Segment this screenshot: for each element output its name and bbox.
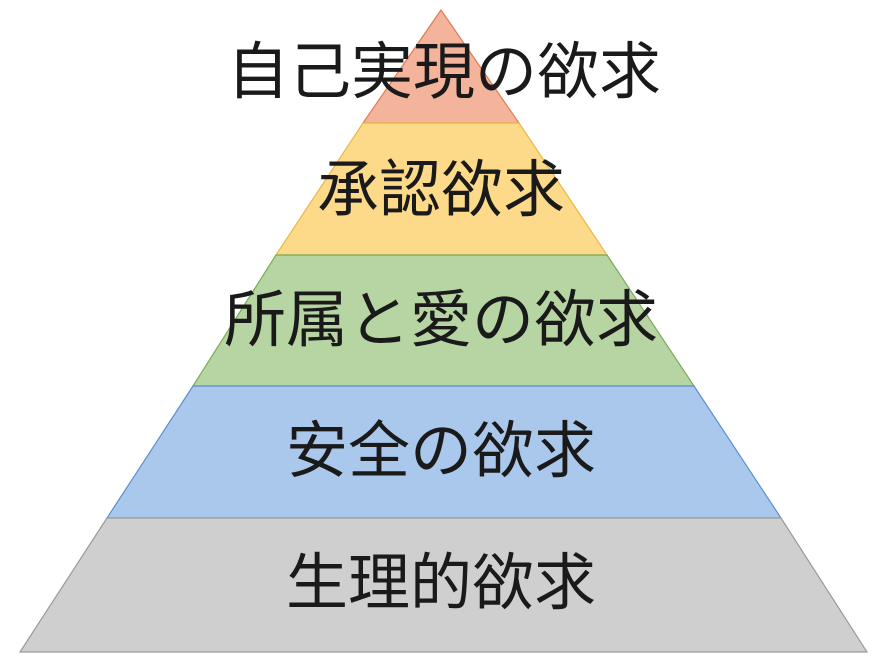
- label-physiological: 生理的欲求: [286, 546, 596, 619]
- label-love-belonging: 所属と愛の欲求: [224, 283, 658, 356]
- label-esteem: 承認欲求: [317, 153, 565, 226]
- tier-physiological: [18, 517, 869, 653]
- label-safety: 安全の欲求: [286, 414, 596, 487]
- label-self-actualization: 自己実現の欲求: [227, 35, 661, 108]
